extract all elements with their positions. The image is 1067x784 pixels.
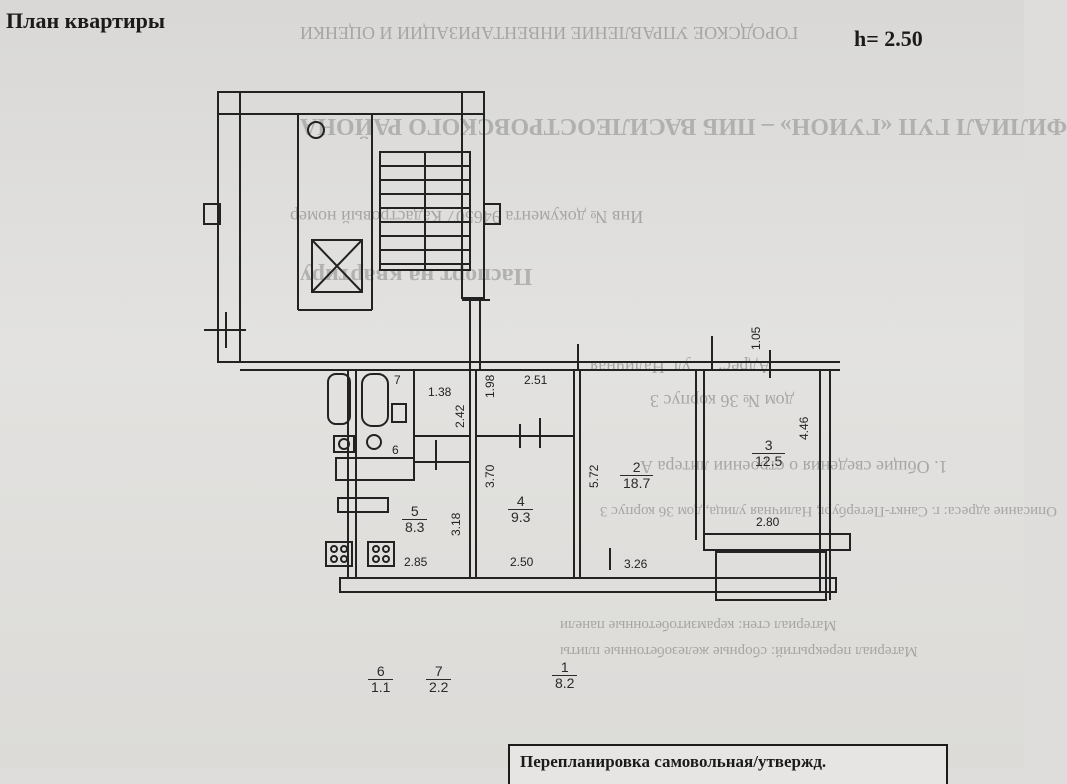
dim-326: 3.26 (624, 557, 648, 571)
elevator-shaft (311, 239, 363, 293)
stove-2 (367, 541, 395, 567)
dim-198: 1.98 (483, 374, 497, 398)
room2-number: 2 (620, 460, 654, 476)
summary-room1-area: 8.2 (555, 675, 575, 691)
room2-label: 2 18.7 (620, 460, 654, 491)
room3-area: 12.5 (755, 453, 783, 469)
room3-bottom-wall (703, 533, 851, 551)
room3-label: 3 12.5 (752, 438, 786, 469)
dim-370: 3.70 (483, 464, 497, 488)
dim-242: 2.42 (453, 404, 467, 428)
apartment-bottom-wall (339, 577, 837, 593)
summary-room1: 1 8.2 (552, 660, 578, 691)
page-title: План квартиры (6, 8, 166, 33)
room2-area: 18.7 (623, 475, 651, 491)
dim-446: 4.46 (797, 416, 811, 440)
summary-room7-number: 7 (426, 664, 452, 680)
room4-number: 4 (508, 494, 534, 510)
room5-area: 8.3 (405, 519, 425, 535)
room5-number: 5 (402, 504, 428, 520)
ceiling-height: h= 2.50 (854, 26, 923, 51)
room5-label: 5 8.3 (402, 504, 428, 535)
room6-label: 6 (392, 443, 399, 457)
dim-285: 2.85 (404, 555, 428, 569)
dim-105: 1.05 (749, 326, 763, 350)
room4-label: 4 9.3 (508, 494, 534, 525)
dim-280: 2.80 (756, 515, 780, 529)
floor-plan-drawing: 1.05 4.46 1.38 1.98 2.51 2.42 3.70 5.72 … (203, 91, 851, 601)
summary-room6-number: 6 (368, 664, 394, 680)
redevelopment-stamp: Перепланировка самовольная/утвержд. (508, 744, 948, 784)
room4-area: 9.3 (511, 509, 531, 525)
room7-label: 7 (394, 373, 401, 387)
dim-138: 1.38 (428, 385, 452, 399)
summary-room6-area: 1.1 (371, 679, 391, 695)
toilet-fixture (366, 434, 382, 450)
room3-number: 3 (752, 438, 786, 454)
stove-1 (325, 541, 353, 567)
summary-room7: 7 2.2 (426, 664, 452, 695)
summary-room7-area: 2.2 (429, 679, 449, 695)
bathtub-fixture (327, 373, 351, 425)
stairwell-top-wall (217, 91, 485, 115)
dim-250: 2.50 (510, 555, 534, 569)
chute-symbol (307, 121, 325, 139)
summary-room1-number: 1 (552, 660, 578, 676)
dim-251: 2.51 (524, 373, 548, 387)
stairwell-left-wall (217, 91, 241, 363)
dim-572: 5.72 (587, 464, 601, 488)
summary-room6: 6 1.1 (368, 664, 394, 695)
bath-fixture (361, 373, 389, 427)
dim-318: 3.18 (449, 512, 463, 536)
